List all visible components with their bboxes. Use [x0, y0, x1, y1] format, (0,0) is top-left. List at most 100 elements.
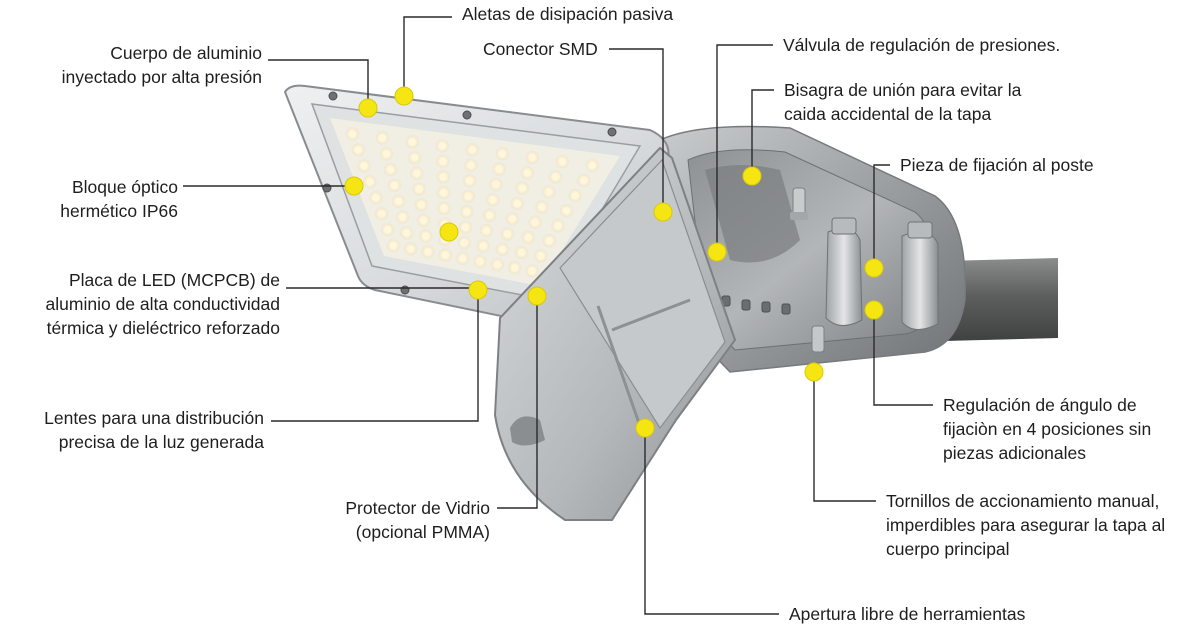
- label-line: Regulación de ángulo de: [943, 395, 1137, 415]
- led: [589, 162, 596, 169]
- led: [440, 205, 448, 212]
- callout-dot: [394, 86, 414, 106]
- led: [546, 237, 553, 244]
- led: [439, 158, 446, 165]
- led: [492, 181, 500, 188]
- led: [407, 245, 414, 252]
- label-line: Tornillos de accionamiento manual,: [886, 491, 1160, 511]
- led: [571, 192, 579, 199]
- callout-dot: [468, 280, 488, 300]
- led: [528, 267, 536, 275]
- leader-bisagra: [751, 89, 774, 176]
- label-protector: Protector de Vidrio (opcional PMMA): [345, 496, 490, 544]
- led: [403, 229, 410, 237]
- callout-dot: [653, 202, 673, 222]
- led: [580, 177, 587, 184]
- label-valvula: Válvula de regulación de presiones.: [783, 33, 1060, 57]
- led: [518, 249, 525, 256]
- led: [531, 219, 539, 226]
- callout-dot: [358, 98, 378, 118]
- led: [399, 213, 406, 221]
- led: [387, 166, 394, 173]
- label-line: cuerpo principal: [886, 539, 1010, 559]
- callout-dot: [344, 176, 364, 196]
- led: [559, 158, 566, 165]
- label-lentes: Lentes para una distribución precisa de l…: [44, 406, 264, 454]
- led: [504, 230, 511, 238]
- label-conector: Conector SMD: [483, 37, 598, 61]
- callout-dot: [707, 242, 727, 262]
- label-line: Conector SMD: [483, 39, 598, 59]
- callout-dot: [864, 258, 884, 278]
- label-line: Aletas de disipación pasiva: [462, 4, 674, 24]
- label-line: Cuerpo de aluminio: [110, 43, 262, 63]
- led: [480, 242, 487, 250]
- label-line: precisa de la luz generada: [58, 432, 264, 452]
- led: [413, 170, 420, 177]
- leader-conector: [609, 48, 664, 212]
- led: [349, 130, 356, 138]
- led: [537, 252, 544, 260]
- led: [459, 255, 466, 262]
- label-line: caida accidental de la tapa: [784, 104, 992, 124]
- led: [514, 200, 521, 207]
- callout-dot: [864, 300, 884, 320]
- led: [422, 233, 429, 240]
- manual-screw: [811, 325, 825, 353]
- callout-dot: [742, 166, 762, 186]
- led: [519, 185, 526, 192]
- leader-regulacion: [873, 310, 933, 406]
- led: [476, 258, 484, 265]
- led: [372, 194, 379, 201]
- led: [439, 142, 446, 149]
- label-line: Bloque óptico: [71, 177, 178, 197]
- led: [529, 154, 536, 161]
- label-line: Lentes para una distribución: [44, 408, 264, 428]
- leader-apertura: [644, 428, 779, 615]
- led: [511, 264, 518, 271]
- led: [395, 198, 402, 205]
- lid-inner-wall: [559, 158, 726, 430]
- label-line: hermético IP66: [60, 201, 178, 221]
- label-line: (opcional PMMA): [355, 522, 490, 542]
- led: [442, 251, 449, 259]
- led: [467, 162, 475, 169]
- led: [554, 222, 562, 229]
- led: [378, 210, 385, 217]
- led: [545, 188, 552, 196]
- led: [465, 193, 472, 200]
- led: [355, 146, 362, 154]
- led: [383, 150, 390, 157]
- led: [411, 154, 418, 161]
- inner-chamber: [705, 165, 800, 263]
- callout-dot: [527, 286, 547, 306]
- leader-valvula: [716, 44, 773, 252]
- label-cuerpo: Cuerpo de aluminio inyectado por alta pre…: [62, 41, 262, 89]
- led: [509, 215, 516, 222]
- led-array: [345, 127, 600, 278]
- callout-dots: [344, 86, 884, 438]
- label-apertura: Apertura libre de herramientas: [789, 602, 1025, 626]
- pressure-valve: [790, 187, 808, 220]
- led: [440, 189, 447, 196]
- led: [483, 227, 490, 234]
- pole-clamps: [825, 217, 939, 330]
- leader-lines: [183, 16, 933, 615]
- cavity-screws: [721, 295, 791, 315]
- label-line: inyectado por alta presión: [61, 67, 262, 87]
- lid-rib: [596, 298, 691, 427]
- callout-dot: [439, 222, 459, 242]
- led: [384, 226, 391, 233]
- label-line: Protector de Vidrio: [345, 498, 490, 518]
- led: [499, 150, 506, 157]
- label-line: Válvula de regulación de presiones.: [783, 35, 1061, 55]
- leader-pieza: [873, 164, 890, 268]
- led: [538, 203, 546, 211]
- led: [409, 138, 416, 146]
- led: [379, 134, 386, 142]
- led: [495, 165, 503, 173]
